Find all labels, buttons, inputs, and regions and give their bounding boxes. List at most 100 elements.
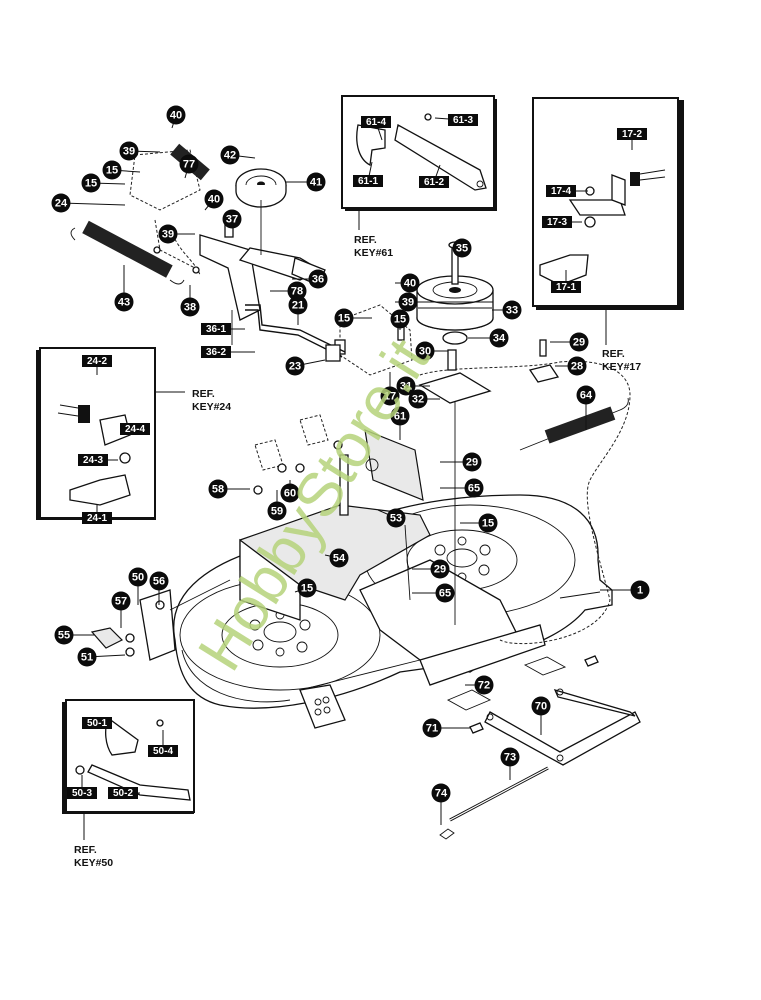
callout-circle	[489, 328, 509, 348]
callout-circle	[288, 295, 308, 315]
tag-label: 61-3	[453, 115, 473, 126]
tag-label: 17-4	[551, 186, 571, 197]
callout-circle	[329, 548, 349, 568]
ref61-line2: KEY#61	[354, 247, 393, 259]
callout-circle	[208, 479, 228, 499]
callout-circle	[119, 141, 139, 161]
callout-circle	[297, 578, 317, 598]
tag-label: 50-4	[153, 746, 173, 757]
callout-number: 29	[466, 457, 478, 469]
callout-circle	[308, 269, 328, 289]
ref17-line2: KEY#17	[602, 361, 641, 373]
callout-number: 77	[183, 159, 195, 171]
callout-53: 53	[386, 508, 406, 528]
callout-circle	[464, 478, 484, 498]
callout-circle	[398, 292, 418, 312]
tag-box	[201, 346, 231, 358]
tag-label: 61-2	[424, 177, 444, 188]
callout-number: 65	[439, 588, 451, 600]
callout-36: 36	[308, 269, 328, 289]
tag-box	[419, 176, 449, 188]
callout-circle	[380, 386, 400, 406]
callout-39: 39	[158, 224, 178, 244]
tag-box	[148, 745, 178, 757]
callout-circle	[51, 193, 71, 213]
callout-39: 39	[119, 141, 139, 161]
bolt-71	[469, 722, 484, 734]
tag-label: 24-4	[125, 424, 145, 435]
callout-circle	[204, 189, 224, 209]
tag-label: 24-3	[83, 455, 103, 466]
callout-70: 70	[531, 696, 551, 716]
callout-74: 74	[431, 783, 451, 803]
callout-circle	[576, 385, 596, 405]
callout-15: 15	[102, 160, 122, 180]
tag-label: 61-1	[358, 176, 378, 187]
callout-15: 15	[334, 308, 354, 328]
callout-number: 43	[118, 297, 130, 309]
callout-number: 29	[434, 564, 446, 576]
callout-17: 17	[380, 386, 400, 406]
tag-box	[82, 512, 112, 524]
callout-number: 33	[506, 305, 518, 317]
part-tag-50-3: 50-3	[67, 787, 97, 799]
part-tag-61-3: 61-3	[448, 114, 478, 126]
callout-number: 1	[637, 585, 643, 597]
callout-65: 65	[464, 478, 484, 498]
callout-number: 39	[402, 297, 414, 309]
callout-34: 34	[489, 328, 509, 348]
callout-circle	[390, 309, 410, 329]
callout-60: 60	[280, 483, 300, 503]
tag-box	[551, 281, 581, 293]
callout-15: 15	[390, 309, 410, 329]
linkage-parts	[253, 380, 456, 625]
callout-59: 59	[267, 501, 287, 521]
callout-64: 64	[576, 385, 596, 405]
callout-37: 37	[222, 209, 242, 229]
callout-number: 61	[394, 411, 406, 423]
callout-number: 55	[58, 630, 70, 642]
callout-circle	[569, 332, 589, 352]
callout-circle	[408, 389, 428, 409]
ref17-line1: REF.	[602, 348, 625, 360]
tag-label: 36-2	[206, 347, 226, 358]
part-tag-17-1: 17-1	[551, 281, 581, 293]
callout-number: 36	[312, 274, 324, 286]
callout-number: 50	[132, 572, 144, 584]
callout-circle	[128, 567, 148, 587]
callout-32: 32	[408, 389, 428, 409]
callout-number: 38	[184, 302, 196, 314]
belt-path	[419, 360, 631, 645]
callout-number: 39	[123, 146, 135, 158]
callout-57: 57	[111, 591, 131, 611]
tag-box	[120, 423, 150, 435]
callout-number: 24	[55, 198, 68, 210]
inset-key61	[341, 95, 497, 211]
callout-number: 64	[580, 390, 593, 402]
callout-circle	[222, 209, 242, 229]
callout-circle	[502, 300, 522, 320]
callout-number: 31	[400, 381, 412, 393]
tag-box	[82, 355, 112, 367]
callout-number: 58	[212, 484, 224, 496]
tag-label: 17-3	[547, 217, 567, 228]
part-tag-36-2: 36-2	[201, 346, 231, 358]
callout-circle	[430, 559, 450, 579]
tag-box	[448, 114, 478, 126]
callout-1: 1	[630, 580, 650, 600]
part-tag-17-2: 17-2	[617, 128, 647, 140]
callout-number: 73	[504, 752, 516, 764]
callout-circle	[435, 583, 455, 603]
callout-number: 56	[153, 576, 165, 588]
tag-box	[67, 787, 97, 799]
callout-number: 59	[271, 506, 283, 518]
tag-label: 50-2	[113, 788, 133, 799]
callout-circle	[630, 580, 650, 600]
callout-number: 41	[310, 177, 322, 189]
tag-box	[617, 128, 647, 140]
part-tag-24-2: 24-2	[82, 355, 112, 367]
callout-30: 30	[415, 341, 435, 361]
callout-15: 15	[81, 173, 101, 193]
tag-box	[78, 454, 108, 466]
